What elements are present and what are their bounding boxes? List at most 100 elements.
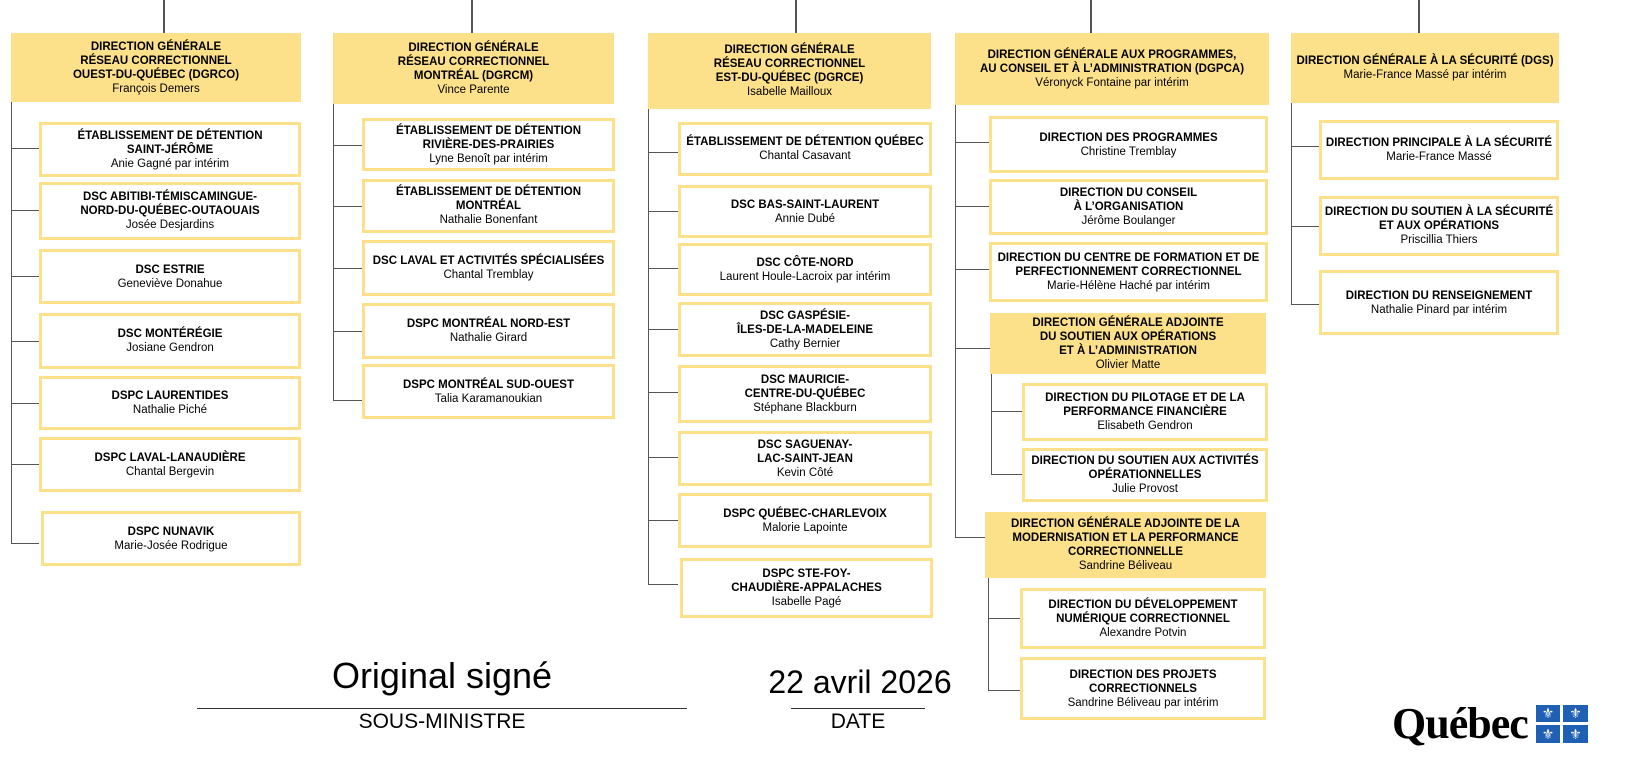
unit-box: DSPC STE-FOY- CHAUDIÈRE-APPALACHES Isabe… — [680, 558, 933, 618]
unit-title: DIRECTION GÉNÉRALE ADJOINTE DU SOUTIEN A… — [1032, 316, 1224, 357]
unit-title: DIRECTION GÉNÉRALE ADJOINTE DE LA MODERN… — [1011, 518, 1240, 558]
unit-title: DIRECTION DU PILOTAGE ET DE LA PERFORMAN… — [1045, 392, 1245, 418]
unit-box: DSC GASPÉSIE- ÎLES-DE-LA-MADELEINE Cathy… — [678, 302, 932, 357]
unit-title: DSPC MONTRÉAL SUD-OUEST — [402, 378, 575, 391]
unit-box: DSPC LAURENTIDES Nathalie Piché — [39, 376, 301, 430]
unit-box: DIRECTION DU RENSEIGNEMENT Nathalie Pina… — [1319, 270, 1559, 335]
unit-person: Annie Dubé — [774, 212, 836, 225]
unit-person: Nathalie Piché — [132, 404, 208, 416]
unit-box: DSPC QUÉBEC-CHARLEVOIX Malorie Lapointe — [678, 493, 932, 548]
unit-title: DSC GASPÉSIE- ÎLES-DE-LA-MADELEINE — [736, 309, 874, 336]
quebec-wordmark: Québec — [1392, 699, 1529, 748]
unit-box: DSC BAS-SAINT-LAURENT Annie Dubé — [678, 185, 932, 238]
unit-title: DSC ESTRIE — [135, 263, 205, 276]
unit-person: Talia Karamanoukian — [434, 392, 543, 405]
subunit-header-soutien-operations: DIRECTION GÉNÉRALE ADJOINTE DU SOUTIEN A… — [990, 313, 1266, 374]
unit-title: DIRECTION DES PROJETS CORRECTIONNELS — [1069, 668, 1217, 695]
unit-person: Sandrine Béliveau par intérim — [1067, 696, 1219, 709]
unit-person: Chantal Tremblay — [443, 269, 534, 281]
unit-person: Marie-France Massé — [1386, 151, 1492, 163]
unit-person: Geneviève Donahue — [117, 277, 223, 290]
unit-title: DIRECTION GÉNÉRALE RÉSEAU CORRECTIONNEL … — [713, 44, 866, 84]
unit-title: ÉTABLISSEMENT DE DÉTENTION SAINT-JÉRÔME — [77, 129, 263, 156]
unit-person: Nathalie Girard — [449, 332, 528, 344]
unit-person: Nathalie Bonenfant — [439, 214, 538, 226]
unit-title: DSC CÔTE-NORD — [756, 256, 854, 269]
unit-header-dgpca: DIRECTION GÉNÉRALE AUX PROGRAMMES, AU CO… — [955, 33, 1269, 105]
date-label: DATE — [830, 710, 886, 733]
date-line — [791, 708, 925, 709]
unit-header-dgrco: DIRECTION GÉNÉRALE RÉSEAU CORRECTIONNEL … — [11, 33, 301, 102]
unit-title: DIRECTION GÉNÉRALE AUX PROGRAMMES, AU CO… — [979, 49, 1245, 75]
unit-title: DSPC LAVAL-LANAUDIÈRE — [94, 451, 246, 464]
unit-box: ÉTABLISSEMENT DE DÉTENTION QUÉBEC Chanta… — [678, 122, 932, 176]
unit-person: Nathalie Pinard par intérim — [1370, 303, 1508, 316]
unit-person: Marie-Hélène Haché par intérim — [1047, 280, 1210, 292]
unit-title: DSC MONTÉRÉGIE — [117, 328, 223, 340]
unit-person: Isabelle Mailloux — [746, 86, 832, 98]
unit-person: Isabelle Pagé — [771, 596, 842, 608]
unit-title: DSC BAS-SAINT-LAURENT — [730, 198, 880, 211]
unit-title: DSPC STE-FOY- CHAUDIÈRE-APPALACHES — [731, 568, 882, 594]
unit-title: DSPC NUNAVIK — [127, 525, 215, 538]
unit-box: DIRECTION DU CENTRE DE FORMATION ET DE P… — [989, 242, 1268, 302]
unit-box: ÉTABLISSEMENT DE DÉTENTION MONTRÉAL Nath… — [362, 179, 615, 233]
unit-title: DIRECTION DES PROGRAMMES — [1039, 131, 1218, 144]
unit-person: Anie Gagné par intérim — [110, 157, 230, 170]
unit-title: DIRECTION DU SOUTIEN À LA SÉCURITÉ ET AU… — [1324, 206, 1554, 232]
date-value: 22 avril 2026 — [768, 664, 952, 700]
signer-label: SOUS-MINISTRE — [358, 710, 526, 733]
unit-person: Marie-Josée Rodrigue — [114, 539, 228, 552]
unit-title: DIRECTION PRINCIPALE À LA SÉCURITÉ — [1325, 137, 1553, 149]
unit-header-dgrce: DIRECTION GÉNÉRALE RÉSEAU CORRECTIONNEL … — [648, 33, 931, 109]
unit-box: DSC LAVAL ET ACTIVITÉS SPÉCIALISÉES Chan… — [362, 240, 615, 296]
unit-title: DSC LAVAL ET ACTIVITÉS SPÉCIALISÉES — [372, 255, 605, 267]
unit-title: DIRECTION DU CONSEIL À L’ORGANISATION — [1059, 187, 1198, 213]
unit-title: DIRECTION DU CENTRE DE FORMATION ET DE P… — [997, 252, 1260, 278]
unit-person: Kevin Côté — [776, 466, 834, 479]
unit-person: Vince Parente — [437, 83, 510, 96]
unit-person: Cathy Bernier — [769, 337, 841, 350]
unit-person: Elisabeth Gendron — [1097, 420, 1193, 432]
unit-box: ÉTABLISSEMENT DE DÉTENTION RIVIÈRE-DES-P… — [362, 118, 615, 171]
unit-person: Christine Tremblay — [1080, 145, 1177, 158]
unit-title: DSPC LAURENTIDES — [111, 390, 229, 402]
unit-person: Josée Desjardins — [125, 219, 215, 231]
unit-person: Olivier Matte — [1095, 358, 1161, 371]
unit-box: DIRECTION DES PROGRAMMES Christine Tremb… — [989, 116, 1268, 173]
unit-person: Laurent Houle-Lacroix par intérim — [719, 270, 891, 283]
unit-title: DIRECTION DU SOUTIEN AUX ACTIVITÉS OPÉRA… — [1031, 455, 1259, 481]
unit-person: Priscillia Thiers — [1400, 234, 1478, 246]
subunit-header-modernisation: DIRECTION GÉNÉRALE ADJOINTE DE LA MODERN… — [985, 512, 1266, 578]
unit-person: François Demers — [112, 82, 200, 95]
unit-box: DSC MAURICIE- CENTRE-DU-QUÉBEC Stéphane … — [678, 365, 932, 423]
unit-person: Josiane Gendron — [126, 342, 214, 354]
unit-person: Alexandre Potvin — [1099, 626, 1187, 639]
unit-title: DIRECTION DU RENSEIGNEMENT — [1345, 289, 1533, 302]
unit-box: DIRECTION DU SOUTIEN À LA SÉCURITÉ ET AU… — [1319, 196, 1559, 256]
unit-box: DSC ESTRIE Geneviève Donahue — [39, 249, 301, 304]
unit-box: DSC MONTÉRÉGIE Josiane Gendron — [39, 313, 301, 369]
unit-person: Marie-France Massé par intérim — [1343, 69, 1507, 81]
unit-box: ÉTABLISSEMENT DE DÉTENTION SAINT-JÉRÔME … — [39, 122, 301, 177]
unit-title: DIRECTION GÉNÉRALE RÉSEAU CORRECTIONNEL … — [72, 40, 240, 81]
unit-box: DIRECTION DES PROJETS CORRECTIONNELS San… — [1020, 657, 1266, 720]
unit-person: Stéphane Blackburn — [753, 402, 857, 414]
unit-box: DIRECTION DU PILOTAGE ET DE LA PERFORMAN… — [1022, 383, 1268, 441]
unit-title: DSC ABITIBI-TÉMISCAMINGUE- NORD-DU-QUÉBE… — [80, 191, 260, 217]
unit-person: Julie Provost — [1112, 483, 1178, 495]
unit-box: DIRECTION DU SOUTIEN AUX ACTIVITÉS OPÉRA… — [1022, 448, 1268, 502]
unit-box: DIRECTION DU CONSEIL À L’ORGANISATION Jé… — [989, 179, 1268, 235]
unit-person: Chantal Casavant — [759, 150, 851, 162]
unit-box: DSC CÔTE-NORD Laurent Houle-Lacroix par … — [678, 243, 932, 296]
unit-box: DSPC MONTRÉAL SUD-OUEST Talia Karamanouk… — [362, 364, 615, 419]
unit-box: DSPC NUNAVIK Marie-Josée Rodrigue — [41, 511, 301, 566]
unit-title: ÉTABLISSEMENT DE DÉTENTION MONTRÉAL — [395, 186, 582, 212]
unit-title: DIRECTION DU DÉVELOPPEMENT NUMÉRIQUE COR… — [1048, 598, 1238, 625]
fleur-de-lis-flag-icon: ⚜ ⚜ ⚜ ⚜ — [1535, 704, 1588, 743]
unit-title: DSC MAURICIE- CENTRE-DU-QUÉBEC — [744, 374, 866, 400]
unit-title: ÉTABLISSEMENT DE DÉTENTION RIVIÈRE-DES-P… — [395, 124, 582, 151]
unit-title: ÉTABLISSEMENT DE DÉTENTION QUÉBEC — [686, 136, 924, 148]
signature-text: Original signé — [331, 655, 553, 696]
unit-person: Lyne Benoît par intérim — [429, 152, 548, 165]
